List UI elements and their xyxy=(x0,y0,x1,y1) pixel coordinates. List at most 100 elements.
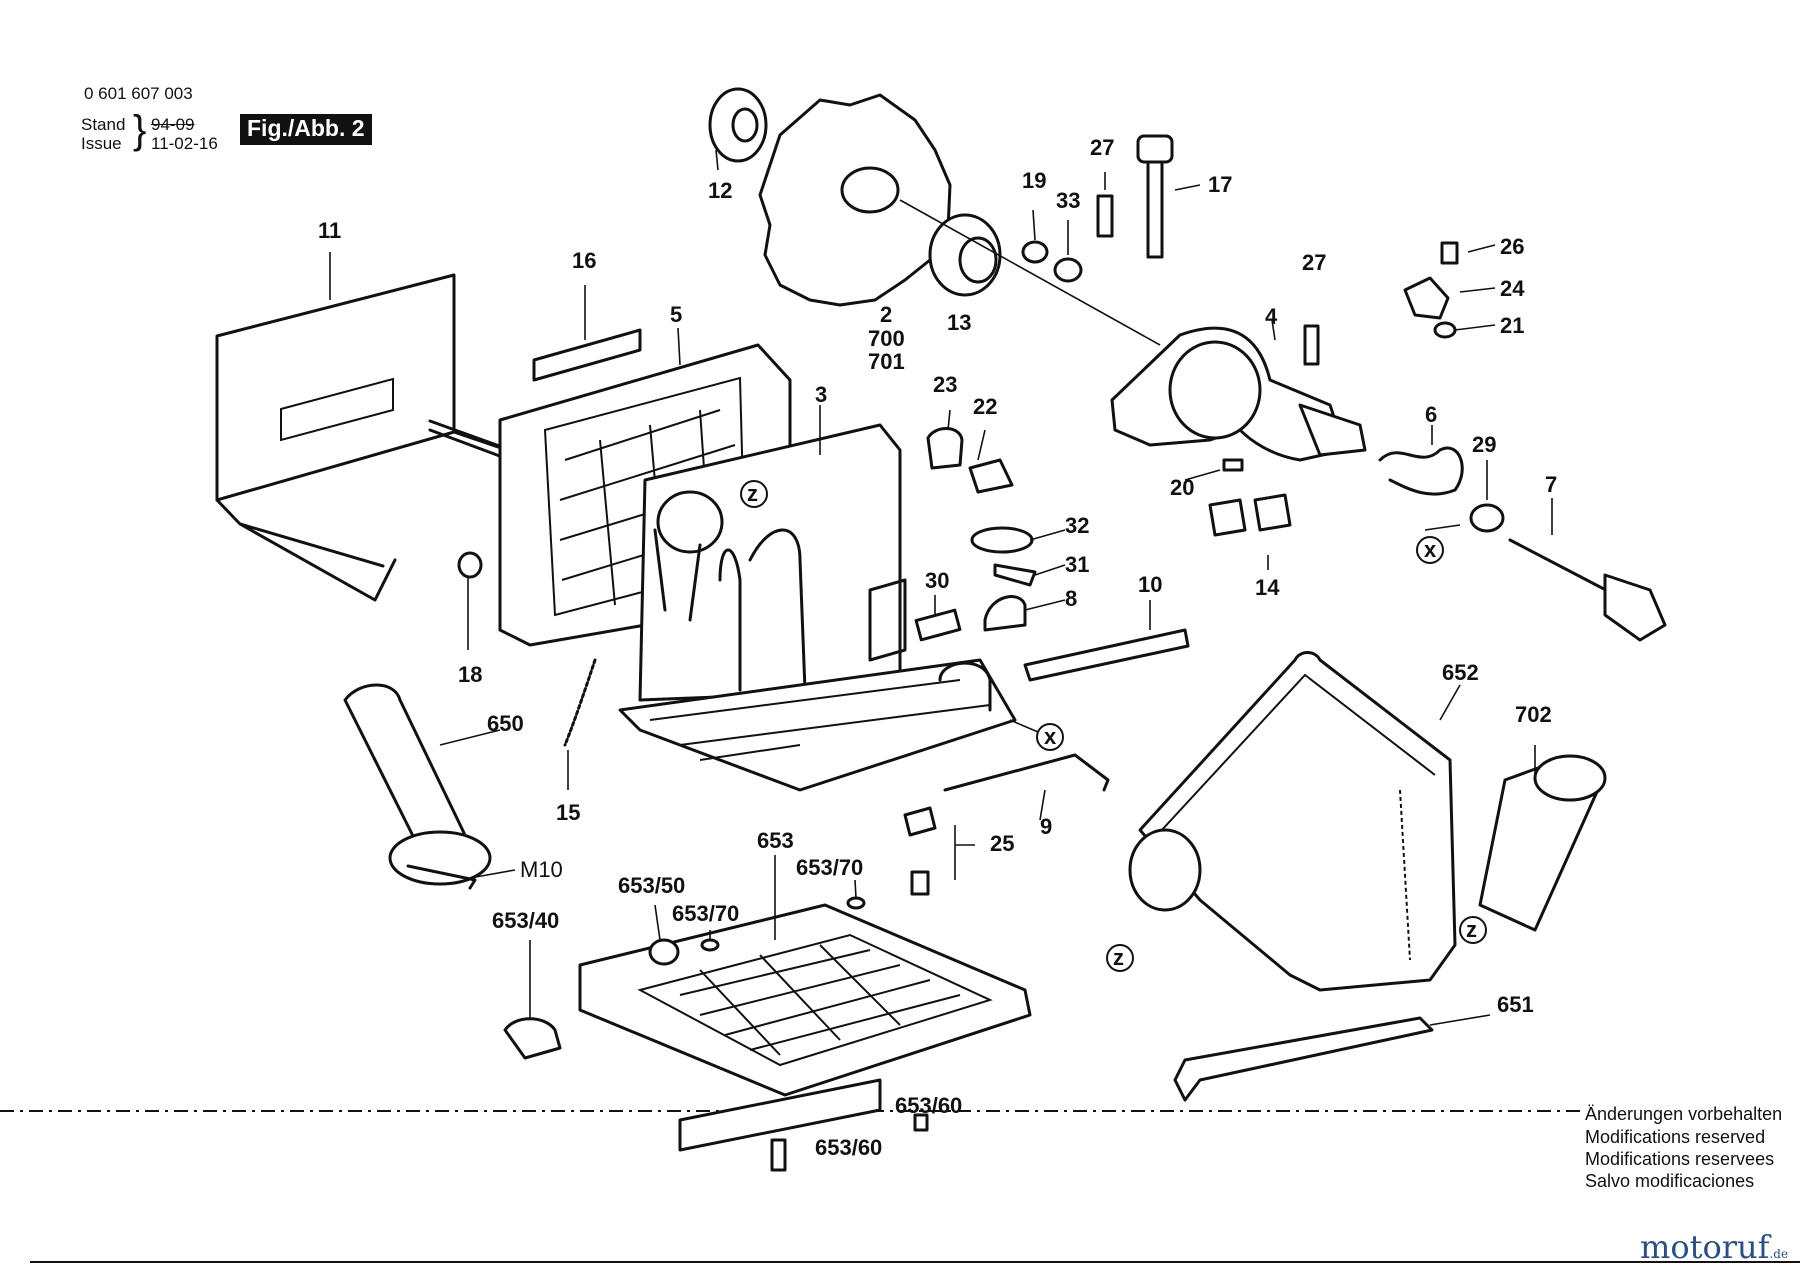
callout-653-60b: 653/60 xyxy=(895,1093,962,1118)
svg-text:z: z xyxy=(747,481,758,506)
knob-653-40-part xyxy=(503,1017,562,1060)
bushing-23-part xyxy=(926,427,964,470)
callout-4: 4 xyxy=(1265,304,1278,329)
screw-26-part xyxy=(1440,241,1459,265)
callout-653-40: 653/40 xyxy=(492,908,559,933)
saw-blade-part xyxy=(758,93,952,307)
callout-700: 700 xyxy=(868,326,905,351)
auxiliary-handle-part xyxy=(343,683,492,890)
screw-7-part xyxy=(1508,538,1667,642)
callout-14: 14 xyxy=(1255,575,1280,600)
housing-part xyxy=(618,423,1017,792)
screw-22-part xyxy=(968,458,1014,494)
hex-key-9-part xyxy=(943,753,1110,792)
callout-7: 7 xyxy=(1545,472,1557,497)
callout-651: 651 xyxy=(1497,992,1534,1017)
callout-6: 6 xyxy=(1425,402,1437,427)
switch-14-part xyxy=(1208,493,1292,537)
screw-653-60b-part xyxy=(913,1113,929,1132)
callout-15: 15 xyxy=(556,800,580,825)
callout-27a: 27 xyxy=(1090,135,1114,160)
callout-3: 3 xyxy=(815,382,827,407)
callout-21: 21 xyxy=(1500,313,1524,338)
callout-10: 10 xyxy=(1138,572,1162,597)
spanner-651-part xyxy=(1173,1016,1434,1102)
part-25b xyxy=(910,870,930,896)
washer-32-part xyxy=(970,526,1034,554)
svg-text:x: x xyxy=(1424,537,1437,562)
screw-653-50-part xyxy=(648,938,680,966)
clamp-24-part xyxy=(1403,276,1450,320)
modifications-line-2: Modifications reserved xyxy=(1585,1127,1766,1147)
parallel-fence-part xyxy=(215,273,507,602)
callout-18: 18 xyxy=(458,662,482,687)
nut-13-part xyxy=(928,213,1002,297)
callout-22: 22 xyxy=(973,394,997,419)
modifications-line-1: Änderungen vorbehalten xyxy=(1585,1104,1783,1124)
dust-bag-part xyxy=(1128,651,1457,992)
spring-15-part xyxy=(563,658,597,747)
callout-29: 29 xyxy=(1472,432,1496,457)
callout-12: 12 xyxy=(708,178,732,203)
callout-11: 11 xyxy=(318,218,341,243)
screw-27b-part xyxy=(1303,324,1320,366)
spring-6-part xyxy=(1378,446,1464,496)
callout-650: 650 xyxy=(487,711,524,736)
svg-text:z: z xyxy=(1466,917,1477,942)
brace-glyph: } xyxy=(133,108,147,152)
callout-5: 5 xyxy=(670,302,682,327)
nut-21-part xyxy=(1433,321,1457,339)
svg-text:x: x xyxy=(1044,724,1057,749)
table-653-part xyxy=(578,903,1032,1152)
callout-653-70b: 653/70 xyxy=(796,855,863,880)
screw-27a-part xyxy=(1096,194,1114,238)
strip-10-part xyxy=(1023,628,1190,682)
label-strip-part xyxy=(532,328,642,382)
leader-lines xyxy=(329,149,1553,1026)
issue-value: 11-02-16 xyxy=(151,134,218,153)
callout-8: 8 xyxy=(1065,586,1077,611)
marker-x1: x xyxy=(1036,723,1064,751)
adapter-702-part xyxy=(1478,754,1607,932)
modifications-line-3: Modifications reservees xyxy=(1585,1149,1775,1169)
callout-31: 31 xyxy=(1065,552,1089,577)
callout-653-50: 653/50 xyxy=(618,873,685,898)
callout-653: 653 xyxy=(757,828,794,853)
callout-32: 32 xyxy=(1065,513,1089,538)
modifications-line-4: Salvo modificaciones xyxy=(1585,1171,1755,1191)
callout-27b: 27 xyxy=(1302,250,1326,275)
watermark-main: motoruf xyxy=(1640,1228,1770,1266)
callout-m10: M10 xyxy=(520,857,563,882)
part-number: 0 601 607 003 xyxy=(84,84,193,103)
washer-653-70b-part xyxy=(846,896,866,910)
arm-4-part xyxy=(1110,326,1367,462)
callout-702: 702 xyxy=(1515,702,1552,727)
callout-9: 9 xyxy=(1040,814,1052,839)
stand-value: 94-09 xyxy=(151,115,195,134)
washer-653-70a-part xyxy=(700,938,720,952)
callout-30: 30 xyxy=(925,568,949,593)
marker-x2: x xyxy=(1416,536,1444,564)
marker-z1: z xyxy=(740,480,768,508)
washer-33-part xyxy=(1053,257,1083,283)
callout-653-70a: 653/70 xyxy=(672,901,739,926)
plate-30-part xyxy=(914,608,962,642)
screw-18-part xyxy=(457,551,483,579)
washer-29-part xyxy=(1469,503,1505,533)
callout-23: 23 xyxy=(933,372,957,397)
callout-653-60a: 653/60 xyxy=(815,1135,882,1160)
callout-2: 2 xyxy=(880,302,892,327)
callout-652: 652 xyxy=(1442,660,1479,685)
stand-label: Stand xyxy=(81,115,126,134)
flange-12-part xyxy=(708,87,768,163)
svg-text:z: z xyxy=(1113,945,1124,970)
callout-24: 24 xyxy=(1500,276,1525,301)
callout-20: 20 xyxy=(1170,475,1194,500)
marker-z2: z xyxy=(1106,944,1134,972)
callout-701: 701 xyxy=(868,349,905,374)
callout-26: 26 xyxy=(1500,234,1524,259)
clip-31-part xyxy=(993,563,1037,587)
watermark-logo[interactable]: motoruf.de xyxy=(1640,1228,1788,1266)
issue-label: Issue xyxy=(81,134,122,153)
